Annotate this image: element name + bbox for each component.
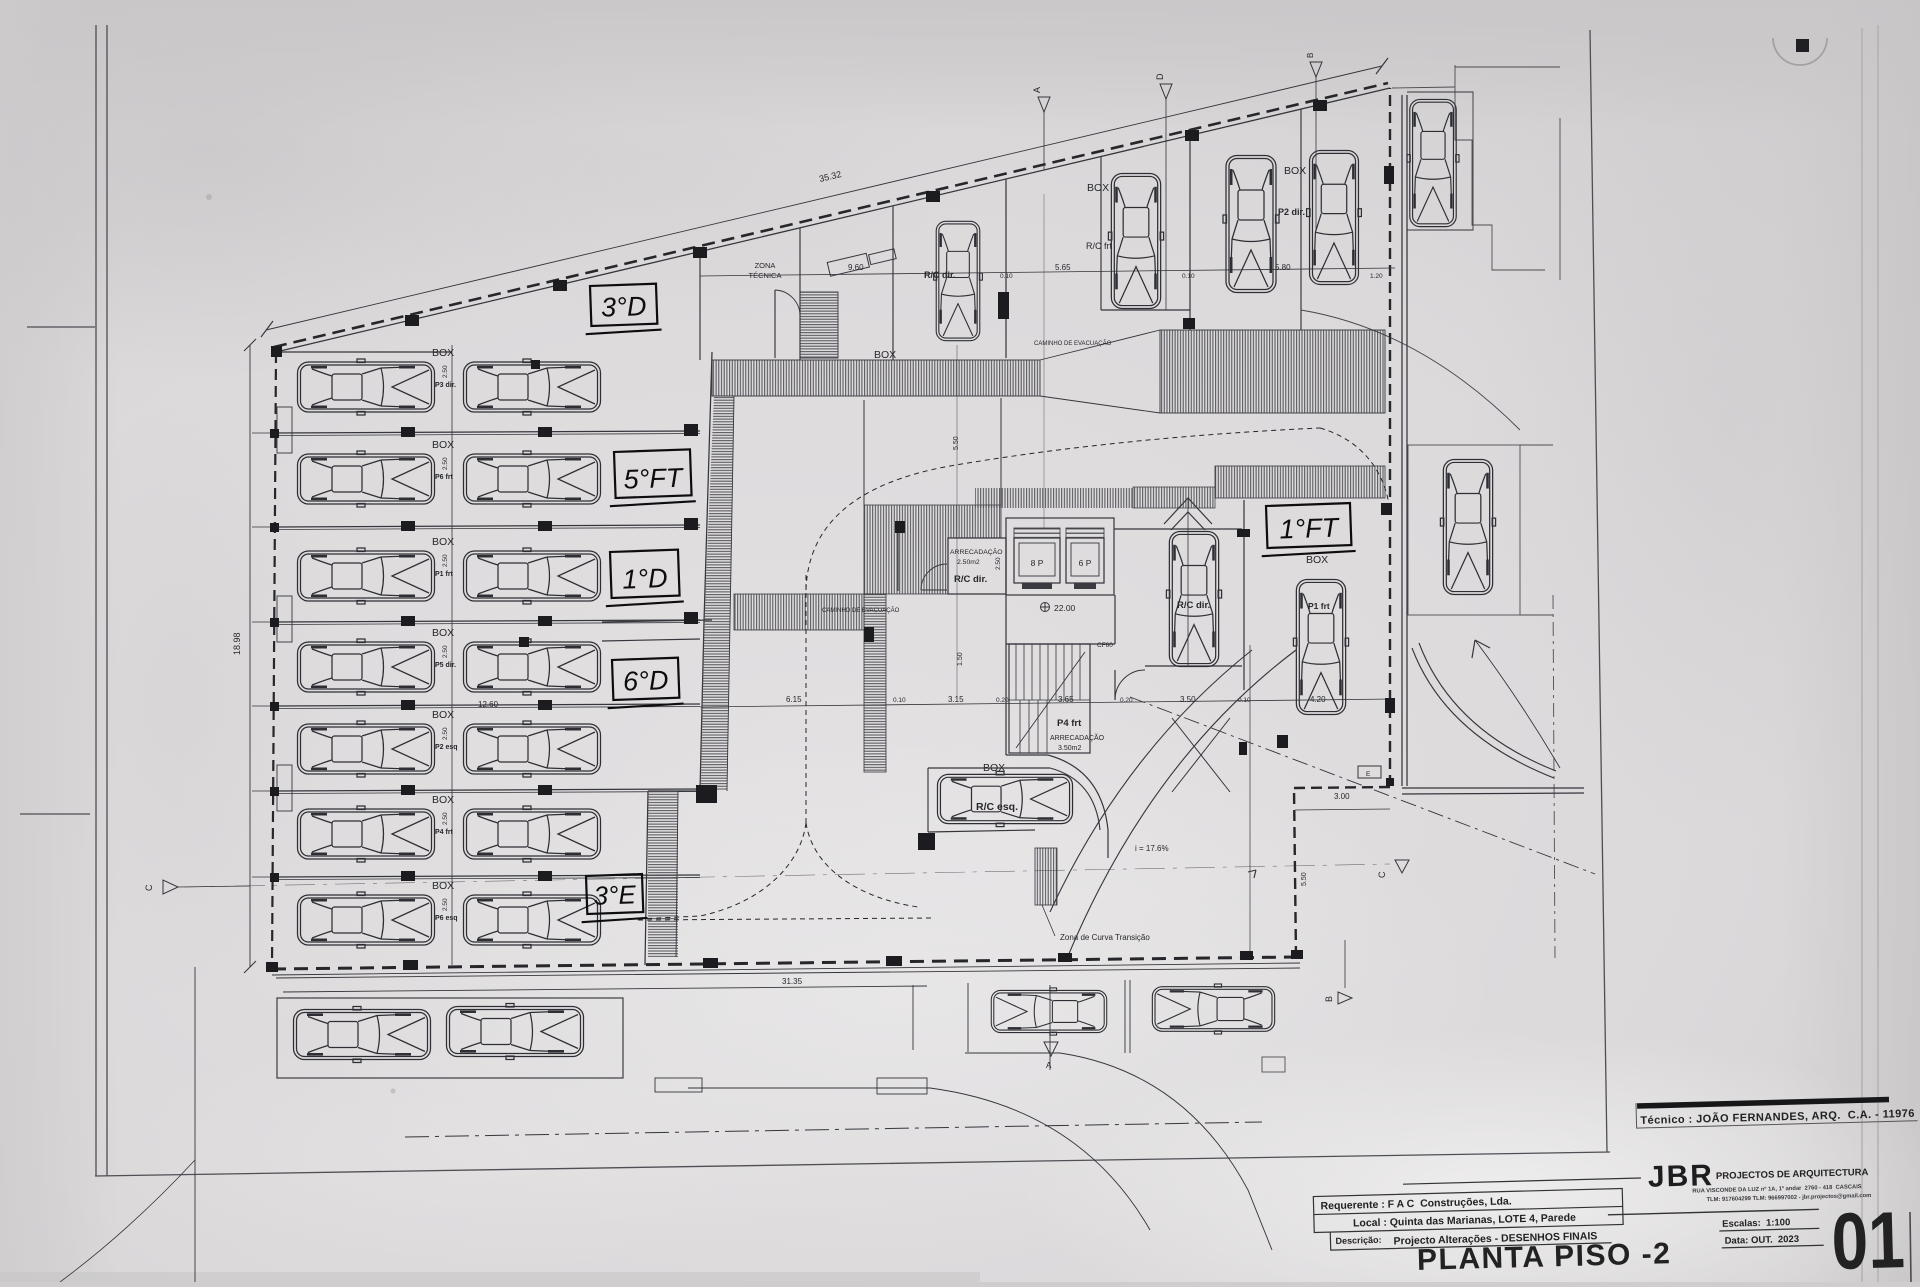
svg-text:2.50: 2.50 xyxy=(442,554,449,567)
svg-text:P2 esq: P2 esq xyxy=(435,744,458,751)
svg-text:Requerente : F A C Construçõe: Requerente : F A C Construções, Lda. xyxy=(1320,1195,1511,1212)
svg-text:P2 dir.: P2 dir. xyxy=(1278,207,1305,217)
svg-text:18.98: 18.98 xyxy=(232,632,242,655)
svg-text:3.15: 3.15 xyxy=(948,695,964,704)
svg-text:BOX: BOX xyxy=(432,880,454,892)
svg-text:3°E: 3°E xyxy=(593,879,637,910)
svg-text:6°D: 6°D xyxy=(623,665,669,697)
svg-text:0.10: 0.10 xyxy=(1238,697,1251,704)
svg-text:5°FT: 5°FT xyxy=(623,463,685,495)
svg-text:3.50: 3.50 xyxy=(1180,695,1196,704)
svg-text:Descrição:: Descrição: xyxy=(1335,1235,1381,1246)
svg-text:31.35: 31.35 xyxy=(782,977,803,986)
svg-text:2.50m2: 2.50m2 xyxy=(957,559,980,566)
svg-text:E: E xyxy=(1366,771,1371,778)
svg-text:CAMINHO DE EVACUAÇÃO: CAMINHO DE EVACUAÇÃO xyxy=(822,607,900,614)
svg-text:P3 dir.: P3 dir. xyxy=(435,382,456,389)
svg-text:2.50: 2.50 xyxy=(442,727,449,740)
svg-text:5.80: 5.80 xyxy=(1275,263,1291,272)
svg-text:PROJECTOS DE ARQUITECTURA: PROJECTOS DE ARQUITECTURA xyxy=(1716,1167,1869,1182)
svg-text:B: B xyxy=(1306,53,1315,58)
svg-text:i = 17.6%: i = 17.6% xyxy=(1135,844,1169,853)
svg-text:3°D: 3°D xyxy=(601,291,647,323)
svg-text:BOX: BOX xyxy=(432,439,454,451)
svg-text:4.20: 4.20 xyxy=(1310,695,1326,704)
svg-text:9.60: 9.60 xyxy=(848,263,864,272)
svg-text:5.65: 5.65 xyxy=(1055,263,1071,272)
svg-text:P6 frt: P6 frt xyxy=(435,474,454,481)
svg-text:22.00: 22.00 xyxy=(1054,603,1076,613)
svg-text:2.50: 2.50 xyxy=(995,557,1002,570)
svg-text:ARRECADAÇÃO: ARRECADAÇÃO xyxy=(1050,733,1105,742)
svg-text:R/C dir.: R/C dir. xyxy=(924,270,956,280)
svg-text:BOX: BOX xyxy=(432,536,454,548)
svg-text:R/C dir.: R/C dir. xyxy=(1177,600,1210,611)
svg-text:A: A xyxy=(1032,87,1042,93)
svg-text:P5 dir.: P5 dir. xyxy=(435,662,456,669)
svg-text:3.65: 3.65 xyxy=(1058,695,1074,704)
svg-text:Local : Quinta das Marianas, L: Local : Quinta das Marianas, LOTE 4, Par… xyxy=(1353,1212,1576,1230)
svg-text:BOX: BOX xyxy=(874,349,896,361)
svg-text:5.50: 5.50 xyxy=(953,436,960,450)
svg-text:1.20: 1.20 xyxy=(1370,273,1383,280)
svg-text:Projecto Alterações - DESENHOS: Projecto Alterações - DESENHOS FINAIS xyxy=(1393,1230,1597,1247)
svg-text:Zona de Curva Transição: Zona de Curva Transição xyxy=(1060,933,1150,942)
svg-text:RUA VISCONDE DA LUZ nº 1A, 1º: RUA VISCONDE DA LUZ nº 1A, 1º andar 2760… xyxy=(1692,1184,1862,1194)
svg-text:B: B xyxy=(1324,996,1334,1002)
svg-text:BOX: BOX xyxy=(432,794,454,806)
svg-text:1°FT: 1°FT xyxy=(1279,512,1341,544)
svg-text:C: C xyxy=(144,884,154,891)
svg-text:0.10: 0.10 xyxy=(1000,273,1013,280)
svg-text:D: D xyxy=(1155,73,1165,80)
svg-text:CF60: CF60 xyxy=(1097,642,1113,649)
svg-text:BOX: BOX xyxy=(1087,182,1109,194)
svg-text:R/C frt: R/C frt xyxy=(1086,241,1112,251)
svg-text:01: 01 xyxy=(1831,1195,1906,1282)
svg-text:BOX: BOX xyxy=(1306,554,1328,566)
svg-text:PLANTA PISO -2: PLANTA PISO -2 xyxy=(1417,1237,1672,1277)
svg-text:2.50: 2.50 xyxy=(442,812,449,825)
svg-text:5.50: 5.50 xyxy=(1301,872,1308,886)
svg-text:0.20: 0.20 xyxy=(1120,697,1133,704)
svg-text:JBR: JBR xyxy=(1647,1159,1714,1194)
svg-text:Data: OUT. 2023: Data: OUT. 2023 xyxy=(1724,1234,1799,1247)
svg-text:P6 esq: P6 esq xyxy=(435,915,458,922)
svg-text:R/C esq.: R/C esq. xyxy=(976,801,1018,813)
svg-text:1.50: 1.50 xyxy=(957,652,964,666)
svg-text:BOX: BOX xyxy=(1284,165,1306,177)
svg-text:P4 frt: P4 frt xyxy=(1057,718,1082,729)
svg-text:ZONA: ZONA xyxy=(755,261,776,270)
svg-text:6.15: 6.15 xyxy=(786,695,802,704)
svg-text:0.20: 0.20 xyxy=(996,697,1009,704)
svg-text:P1 frt: P1 frt xyxy=(1308,601,1330,611)
svg-text:BOX: BOX xyxy=(432,347,454,359)
svg-text:2.50: 2.50 xyxy=(442,365,449,378)
svg-text:12.60: 12.60 xyxy=(478,700,499,709)
svg-text:2.50: 2.50 xyxy=(442,645,449,658)
svg-text:0.10: 0.10 xyxy=(1182,273,1195,280)
svg-text:ARRECADAÇÃO: ARRECADAÇÃO xyxy=(950,547,1003,556)
svg-text:C: C xyxy=(1377,871,1387,878)
svg-text:1°D: 1°D xyxy=(622,563,668,595)
svg-text:2.50: 2.50 xyxy=(442,898,449,911)
svg-text:CAMINHO DE EVACUAÇÃO: CAMINHO DE EVACUAÇÃO xyxy=(1034,340,1112,347)
svg-text:BOX: BOX xyxy=(432,709,454,721)
svg-text:3.50m2: 3.50m2 xyxy=(1058,745,1081,752)
svg-text:Escalas: 1:100: Escalas: 1:100 xyxy=(1722,1217,1790,1230)
svg-text:0.10: 0.10 xyxy=(893,697,906,704)
svg-text:P4 frt: P4 frt xyxy=(435,829,454,836)
svg-text:BOX: BOX xyxy=(432,627,454,639)
svg-text:3.00: 3.00 xyxy=(1334,792,1350,801)
svg-text:A: A xyxy=(1046,1061,1052,1070)
svg-text:TLM: 917604299 TLM: 966997002: TLM: 917604299 TLM: 966997002 - jbr.proj… xyxy=(1706,1193,1871,1203)
svg-text:R/C dir.: R/C dir. xyxy=(954,574,987,585)
svg-text:8 P: 8 P xyxy=(1031,558,1044,568)
svg-text:6 P: 6 P xyxy=(1079,558,1092,568)
svg-text:P1 frt: P1 frt xyxy=(435,571,454,578)
svg-text:2.50: 2.50 xyxy=(442,457,449,470)
